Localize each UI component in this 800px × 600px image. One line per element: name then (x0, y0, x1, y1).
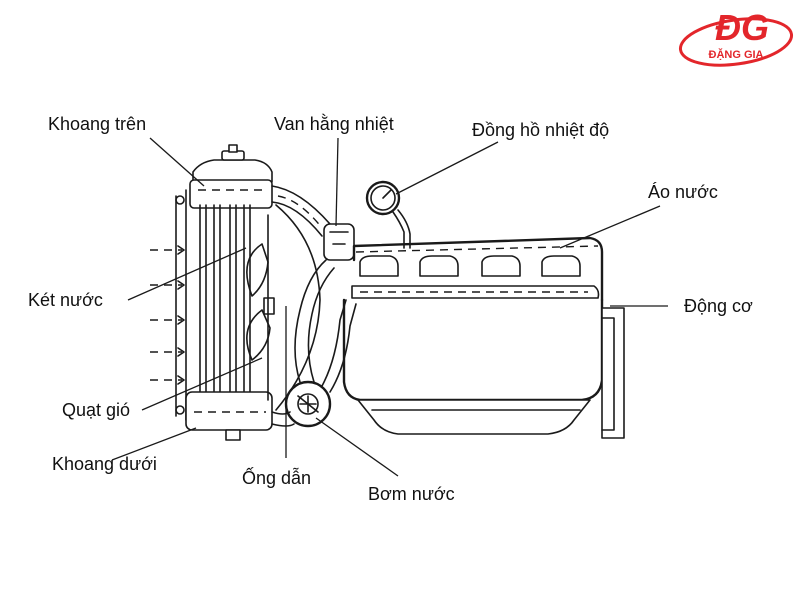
label-dong-ho-nhiet-do: Đồng hồ nhiệt độ (472, 120, 609, 140)
label-khoang-duoi: Khoang dưới (52, 454, 157, 474)
label-dong-co: Động cơ (684, 296, 753, 316)
engine-block (342, 236, 625, 439)
leader-lines (111, 137, 668, 477)
cooling-fan (246, 204, 321, 411)
lower-hose (271, 259, 357, 427)
upper-hose (271, 185, 331, 237)
water-pump (284, 380, 332, 428)
brand-name: ĐẶNG GIA (709, 48, 764, 61)
label-ao-nuoc: Áo nước (648, 182, 718, 202)
temperature-gauge (365, 180, 411, 249)
label-ong-dan: Ống dẫn (242, 467, 311, 488)
brand-letters: ĐG (715, 7, 769, 48)
brand-logo: ĐG ĐẶNG GIA (678, 7, 794, 67)
thermostat (323, 223, 355, 261)
label-quat-gio: Quạt gió (62, 400, 130, 420)
label-bom-nuoc: Bơm nước (368, 484, 455, 504)
label-van-hang-nhiet: Van hằng nhiệt (274, 113, 394, 134)
airflow-arrows (150, 245, 185, 385)
label-ket-nuoc: Két nước (28, 290, 103, 310)
radiator (175, 144, 273, 441)
label-khoang-tren: Khoang trên (48, 114, 146, 134)
